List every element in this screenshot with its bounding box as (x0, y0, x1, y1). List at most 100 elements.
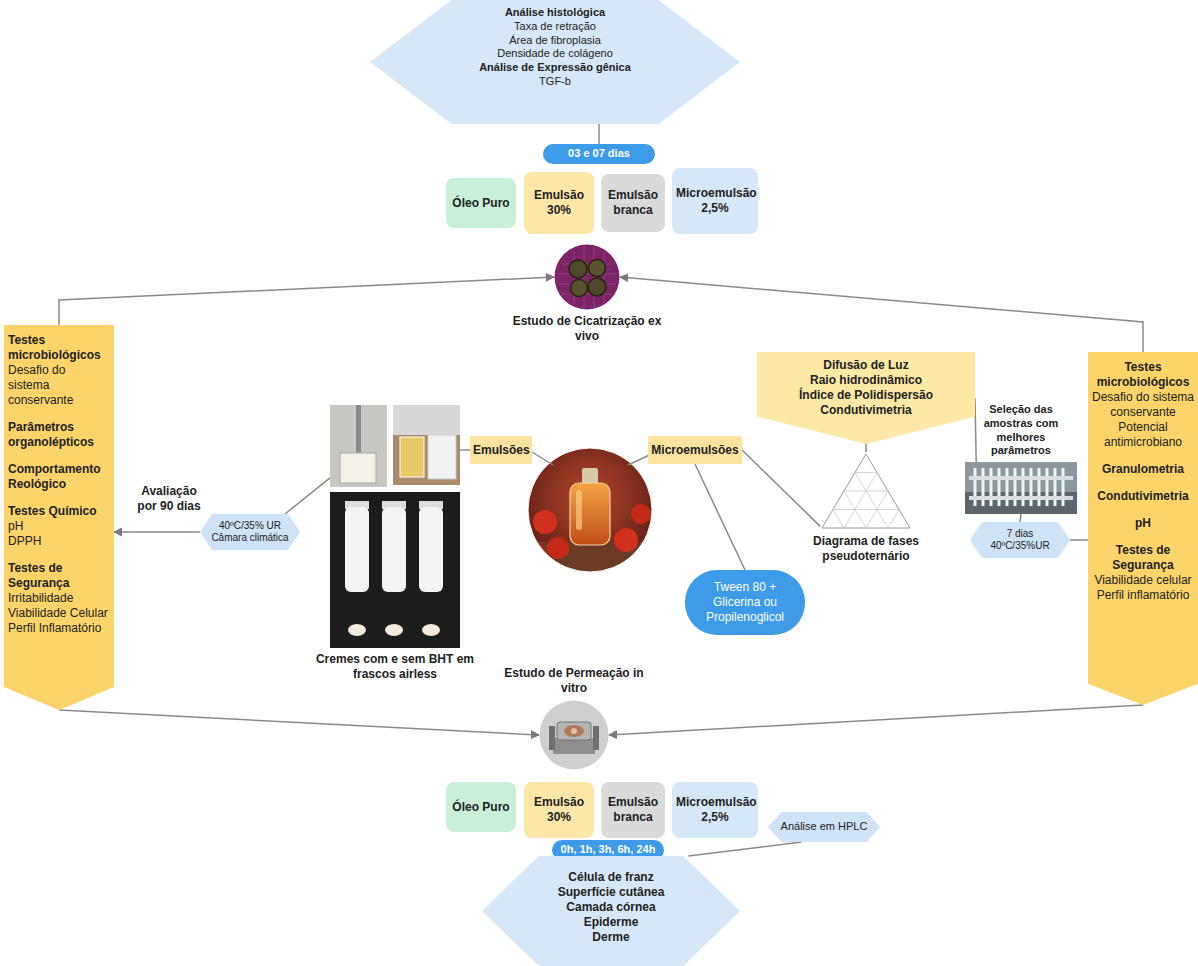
node-text: Irritabilidade (8, 591, 110, 606)
node-text: Viabilidade celular (1091, 573, 1195, 588)
test-tube-picture-part (965, 462, 1077, 514)
oil-photo-part (570, 483, 610, 545)
test-tube-picture (965, 462, 1077, 514)
franz-cell-picture-part (571, 728, 577, 734)
cream-photos: Cremes com e sem BHT em frascos airless (330, 405, 460, 648)
condition-hexagon: 40ºC/35% URCâmara climática (200, 514, 300, 550)
node-text: Raio hidrodinâmico (765, 373, 967, 388)
cream-pictures-part (345, 507, 369, 592)
time-pill: 03 e 07 dias (543, 144, 655, 164)
node-text: Granulometria (1091, 462, 1195, 477)
node-text: Desafio do sistema conservante (1091, 390, 1195, 420)
connector-line (742, 450, 820, 526)
solvent-pill: Tween 80 + Glicerina ou Propilenoglicol (685, 570, 805, 635)
sample-box: Emulsão 30% (524, 782, 594, 838)
leader-line (532, 452, 553, 465)
test-tube-picture-part (969, 496, 1073, 500)
sample-box: Microemulsão 2,5% (672, 168, 758, 234)
node-text: Microemulsão 2,5% (676, 795, 754, 825)
result-arrow: Análise histológicaTaxa de retraçãoÁrea … (370, 0, 740, 124)
node-text: Emulsão 30% (528, 188, 590, 218)
node-text: Emulsão 30% (528, 795, 590, 825)
oil-photo-rim (528, 448, 652, 572)
connector-line (1020, 514, 1021, 522)
node-text: Potencial antimicrobiano (1091, 420, 1195, 450)
result-arrow: Célula de franzSuperfície cutâneaCamada … (482, 856, 740, 966)
oil-photo-part (547, 537, 569, 559)
franz-cell-picture-part (593, 726, 599, 750)
node-text: Viabilidade Celular (8, 606, 110, 621)
caption-text: Cremes com e sem BHT em frascos airless (308, 652, 483, 682)
node-text: Condutivimetria (1091, 489, 1195, 504)
tube-photo: Seleção das amostras com melhores parâme… (965, 462, 1077, 514)
ternary-diagram-part (822, 454, 910, 528)
node-text: Testes microbiológicos (8, 333, 110, 363)
cream-pictures-part (356, 405, 361, 457)
oil-photo-part (533, 510, 557, 534)
tissue-picture-part (588, 278, 606, 296)
tissue-picture-part (558, 246, 616, 308)
sample-box: Microemulsão 2,5% (672, 782, 758, 838)
node-text: pH (8, 519, 110, 534)
cream-pictures-part (382, 507, 406, 592)
node-text: Emulsões (473, 443, 529, 458)
franz-cell-picture-part (540, 701, 609, 770)
connector-line (695, 464, 745, 570)
node-text: Óleo Puro (450, 196, 512, 211)
node-text: Testes microbiológicos (1091, 360, 1195, 390)
cream-pictures-part (419, 507, 443, 592)
node-text: Análise de Expressão gênica (450, 61, 660, 75)
node-text: Óleo Puro (450, 800, 512, 815)
condition-hexagon-outline (200, 514, 300, 550)
cream-pictures-part (340, 453, 376, 483)
node-text: Epiderme (544, 915, 678, 930)
result-arrow-outline (482, 856, 740, 966)
ternary-diagram-part (833, 473, 899, 529)
condition-hexagon-outline (970, 522, 1070, 558)
node-text: Tween 80 + Glicerina ou Propilenoglicol (695, 580, 795, 625)
study-photo: Estudo de Permeação in vitro (539, 700, 609, 770)
oil-photo-part (614, 528, 638, 552)
oil-photo-part (631, 504, 651, 524)
cream-pictures-part (385, 624, 403, 636)
node-text: Emulsão branca (605, 188, 661, 218)
sample-box: Emulsão branca (601, 174, 665, 232)
franz-cell-picture-part (549, 726, 555, 750)
note-label: Avaliação por 90 dias (130, 484, 208, 514)
cream-pictures-part (330, 492, 460, 648)
tissue-picture-part (571, 280, 588, 297)
franz-cell-picture-part (564, 725, 584, 737)
group-box: Microemulsões (648, 436, 742, 464)
node-text: TGF-b (450, 75, 660, 89)
phase-diagram: Diagrama de fases pseudoternário (820, 452, 912, 530)
sample-box: Emulsão branca (601, 782, 665, 838)
connector-arrow (609, 705, 1143, 735)
connector-line (688, 842, 801, 856)
node-text: Análise em HPLC (778, 820, 870, 834)
analysis-banner: Difusão de LuzRaio hidrodinâmicoÍndice d… (757, 352, 975, 444)
result-arrow-outline (370, 0, 740, 124)
method-tag: Análise em HPLC (768, 812, 880, 842)
oil-photo (527, 448, 652, 582)
node-text: 40ºC/35%UR (980, 540, 1060, 553)
connector-arrow (114, 531, 200, 533)
node-text: Superfície cutânea (544, 885, 678, 900)
node-text: Perfil inflamatório (1091, 588, 1195, 603)
condition-hexagon: 7 dias40ºC/35%UR (970, 522, 1070, 558)
node-text: Camada córnea (544, 900, 678, 915)
group-box: Emulsões (470, 436, 532, 464)
connector-line (598, 124, 600, 144)
franz-cell-picture (539, 700, 609, 770)
connector-arrow (59, 277, 554, 325)
oil-photo-part (582, 468, 598, 484)
franz-cell-picture-part (557, 722, 591, 740)
node-text: Análise histológica (450, 6, 660, 20)
test-tube-picture-part (975, 468, 1063, 506)
node-text: 40ºC/35% UR (210, 520, 290, 533)
cream-pictures-part (400, 437, 424, 477)
caption-text: Estudo de Permeação in vitro (494, 666, 654, 696)
cream-pictures (330, 405, 460, 648)
test-banner: Testes microbiológicosDesafio do sistema… (4, 325, 114, 710)
node-text: 0h, 1h, 3h, 6h, 24h (558, 843, 658, 857)
sample-box: Óleo Puro (446, 782, 516, 832)
